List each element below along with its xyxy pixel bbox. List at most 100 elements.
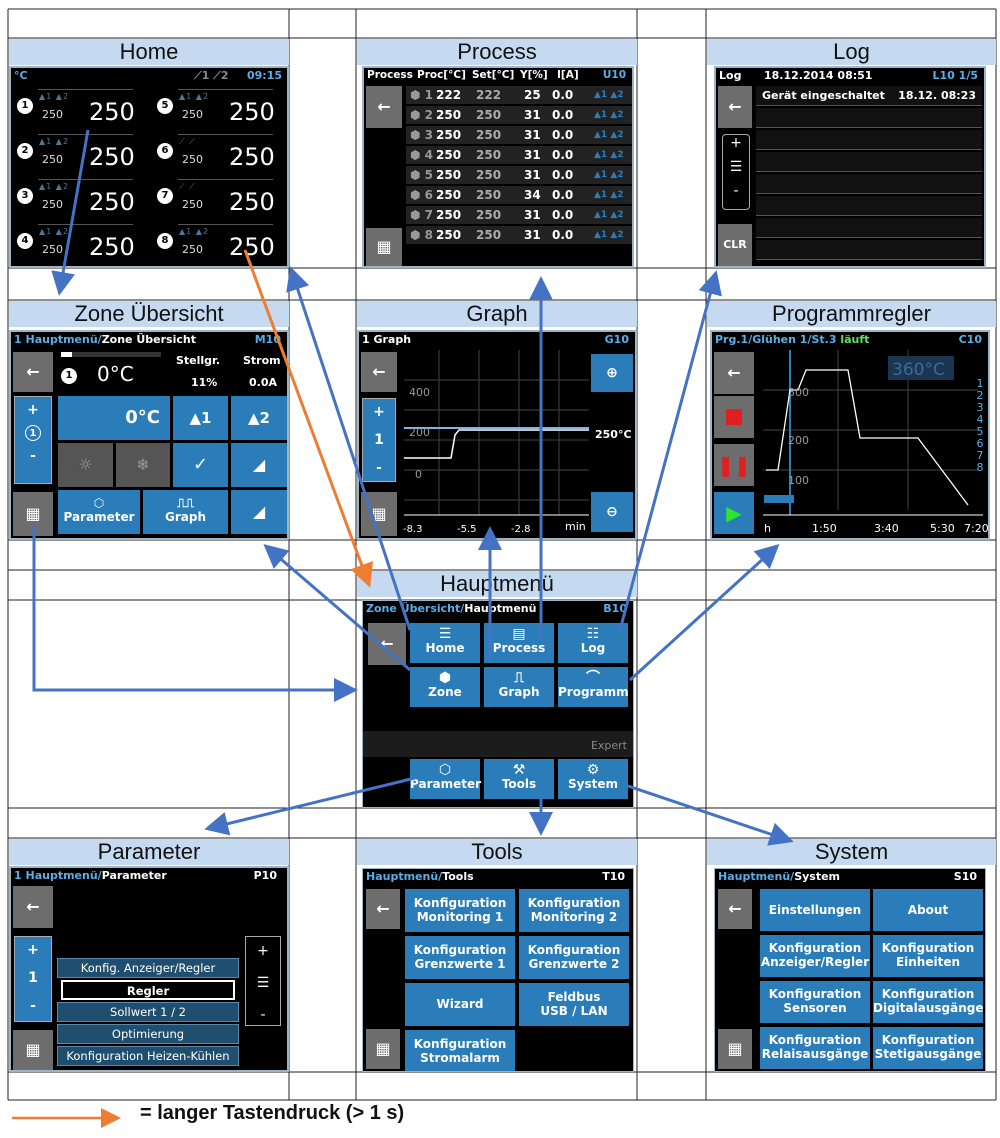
alarm2-button[interactable]: ▲2 xyxy=(231,396,287,440)
menu-button[interactable]: ▦ xyxy=(366,1029,400,1069)
system-item[interactable]: Konfiguration Sensoren xyxy=(760,981,870,1023)
menu-button[interactable]: ▦ xyxy=(366,228,402,266)
menu-button[interactable]: ▦ xyxy=(718,1029,752,1069)
scroll-down[interactable]: - xyxy=(733,183,739,199)
zone-minus[interactable]: - xyxy=(30,448,36,464)
ramp2-button[interactable]: ◢ xyxy=(231,490,287,534)
back-button[interactable]: ← xyxy=(718,86,752,128)
tools-item[interactable]: Konfiguration Grenzwerte 2 xyxy=(519,936,629,979)
prog-title: Programmregler xyxy=(707,301,996,327)
graph-button[interactable]: ⎍Graph xyxy=(484,667,554,707)
tools-item[interactable]: Feldbus USB / LAN xyxy=(519,983,629,1026)
zone-tile[interactable]: 3 ▲1 ▲2 250 250 xyxy=(14,174,139,230)
zone-tile[interactable]: 1 ▲1 ▲2 250 250 xyxy=(14,84,139,140)
zone-tile[interactable]: 5 ▲1 ▲2 250 250 xyxy=(154,84,279,140)
param-item[interactable]: Konfig. Anzeiger/Regler xyxy=(57,958,239,978)
prog-screen[interactable]: Prg.1/Glühen 1/St.3 läuft C10 ← ❚❚ ▶ 300… xyxy=(710,330,990,540)
menu-button[interactable]: ▦ xyxy=(13,1030,53,1070)
log-button[interactable]: ☷Log xyxy=(558,623,628,663)
system-item[interactable]: Konfiguration Relaisausgänge xyxy=(760,1027,870,1069)
zone-tile[interactable]: 4 ▲1 ▲2 250 250 xyxy=(14,219,139,266)
y-value: 34 xyxy=(524,188,541,202)
table-row[interactable]: ⬢ 7 250 250 31 0.0 ▲1 ▲2 xyxy=(406,206,632,224)
setpoint-button[interactable]: 0°C xyxy=(58,396,170,440)
back-button[interactable]: ← xyxy=(718,889,752,929)
tools-item[interactable]: Konfiguration Monitoring 2 xyxy=(519,889,629,932)
system-item-line1: Einstellungen xyxy=(768,903,862,917)
parameter-button[interactable]: ⬡Parameter xyxy=(410,759,481,799)
table-row[interactable]: ⬢ 3 250 250 31 0.0 ▲1 ▲2 xyxy=(406,126,632,144)
param-item[interactable]: Sollwert 1 / 2 xyxy=(57,1002,239,1022)
stop-button[interactable] xyxy=(714,396,754,438)
zone-tile[interactable]: 6 ⟋ ⟋ 250 250 xyxy=(154,129,279,185)
system-item[interactable]: Einstellungen xyxy=(760,889,870,931)
zone-screen[interactable]: 1 Hauptmenü/Zone Übersicht M10 ← 1 0°C S… xyxy=(9,330,289,540)
system-item[interactable]: Konfiguration Anzeiger/Regler xyxy=(760,935,870,977)
back-button[interactable]: ← xyxy=(366,889,400,929)
system-item[interactable]: About xyxy=(873,889,983,931)
table-row[interactable]: ⬢ 4 250 250 31 0.0 ▲1 ▲2 xyxy=(406,146,632,164)
log-entry[interactable]: Gerät eingeschaltet 18.12. 08:23 xyxy=(756,86,982,106)
table-row[interactable]: ⬢ 6 250 250 34 0.0 ▲1 ▲2 xyxy=(406,186,632,204)
tools-item[interactable]: Konfiguration Stromalarm xyxy=(405,1030,515,1071)
back-button[interactable]: ← xyxy=(366,86,402,128)
clear-button[interactable]: CLR xyxy=(718,224,752,266)
back-button[interactable]: ← xyxy=(13,886,53,928)
haupt-screen[interactable]: Zone Übersicht/Hauptmenü B10 ← ☰Home ▤Pr… xyxy=(362,600,634,808)
table-row[interactable]: ⬢ 1 222 222 25 0.0 ▲1 ▲2 xyxy=(406,86,632,104)
zone-selector[interactable]: + 1 - xyxy=(14,396,52,484)
scroll-control[interactable]: + ☰ - xyxy=(722,134,750,210)
system-screen[interactable]: Hauptmenü/System S10 ← ▦ Einstellungen A… xyxy=(714,868,986,1072)
param-item-selected[interactable]: Regler xyxy=(61,980,235,1000)
home-button[interactable]: ☰Home xyxy=(410,623,480,663)
system-button[interactable]: ⚙System xyxy=(558,759,628,799)
zone-selector[interactable]: +1- xyxy=(362,398,396,482)
zone-tile[interactable]: 2 ▲1 ▲2 250 250 xyxy=(14,129,139,185)
tools-item-line2: Stromalarm xyxy=(420,1051,500,1065)
param-item[interactable]: Optimierung xyxy=(57,1024,239,1044)
parameter-button[interactable]: ⬡ Parameter xyxy=(58,490,140,534)
zone-tile[interactable]: 8 ▲1 ▲2 250 250 xyxy=(154,219,279,266)
back-button[interactable]: ← xyxy=(368,623,406,665)
home-screen[interactable]: °C ⟋1 ⟋2 09:15 1 ▲1 ▲2 250 250 2 ▲1 ▲2 2… xyxy=(9,66,289,268)
param-screen[interactable]: 1 Hauptmenü/Parameter P10 ← +1- ▦ +☰- Ko… xyxy=(9,866,289,1072)
tools-item[interactable]: Konfiguration Monitoring 1 xyxy=(405,889,515,932)
param-scroll[interactable]: +☰- xyxy=(245,936,281,1026)
tools-button[interactable]: ⚒Tools xyxy=(484,759,554,799)
back-button[interactable]: ← xyxy=(714,352,754,394)
scroll-up[interactable]: + xyxy=(730,135,742,151)
breadcrumb: 1 Hauptmenü/ xyxy=(14,333,102,346)
graph-button[interactable]: ⎍⎍ Graph xyxy=(143,490,228,534)
ramp-button[interactable]: ◢ xyxy=(231,443,287,487)
table-row[interactable]: ⬢ 2 250 250 31 0.0 ▲1 ▲2 xyxy=(406,106,632,124)
system-item[interactable]: Konfiguration Stetigausgänge xyxy=(873,1027,983,1069)
play-button[interactable]: ▶ xyxy=(714,492,754,534)
pause-button[interactable]: ❚❚ xyxy=(714,444,754,486)
alarm1-button[interactable]: ▲1 xyxy=(173,396,228,440)
table-row[interactable]: ⬢ 8 250 250 31 0.0 ▲1 ▲2 xyxy=(406,226,632,244)
alarm-icons: ▲1 ▲2 xyxy=(594,170,624,180)
param-item[interactable]: Konfiguration Heizen-Kühlen xyxy=(57,1046,239,1066)
zoom-out-button[interactable]: ⊖ xyxy=(591,492,633,532)
process-screen[interactable]: Process Proc[°C] Set[°C] Y[%] I[A] U10 ←… xyxy=(362,66,634,268)
programm-button[interactable]: ⌒Programm xyxy=(558,667,629,707)
tools-screen[interactable]: Hauptmenü/Tools T10 ← ▦ Konfiguration Mo… xyxy=(362,868,634,1072)
system-item[interactable]: Konfiguration Einheiten xyxy=(873,935,983,977)
zone-plus[interactable]: + xyxy=(27,402,39,418)
zone-bar xyxy=(38,224,133,225)
system-item[interactable]: Konfiguration Digitalausgänge xyxy=(873,981,983,1023)
table-row[interactable]: ⬢ 5 250 250 31 0.0 ▲1 ▲2 xyxy=(406,166,632,184)
check-button[interactable]: ✓ xyxy=(173,443,228,487)
set-value: 250 xyxy=(476,128,502,142)
tools-item[interactable]: Konfiguration Grenzwerte 1 xyxy=(405,936,515,979)
zone-selector[interactable]: +1- xyxy=(14,936,52,1022)
page-title: Zone Übersicht xyxy=(101,333,196,346)
back-button[interactable]: ← xyxy=(13,352,53,392)
tools-item[interactable]: Wizard xyxy=(405,983,515,1026)
zone-tile[interactable]: 7 ⟋ ⟋ 250 250 xyxy=(154,174,279,230)
back-button[interactable]: ← xyxy=(361,352,397,392)
zoom-in-button[interactable]: ⊕ xyxy=(591,354,633,392)
log-screen[interactable]: Log 18.12.2014 08:51 L10 1/5 ← + ☰ - CLR… xyxy=(714,66,986,268)
zone-button[interactable]: ⬢Zone xyxy=(410,667,480,707)
